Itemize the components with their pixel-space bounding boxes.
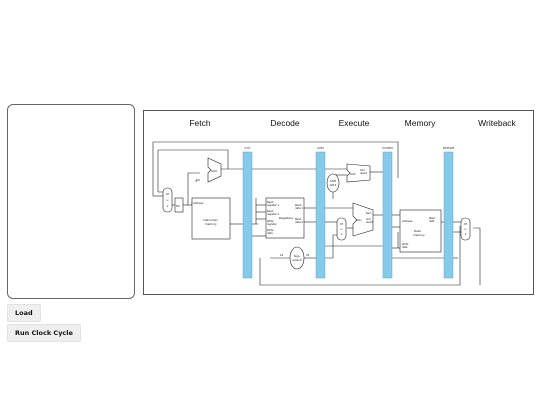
stage-label-execute: Execute: [338, 118, 370, 128]
stage-label-decode: Decode: [270, 118, 300, 128]
load-button[interactable]: Load: [7, 304, 41, 322]
run-clock-cycle-button[interactable]: Run Clock Cycle: [7, 324, 81, 342]
pipeline-diagram: [143, 110, 534, 295]
stage-label-memory: Memory: [404, 118, 436, 128]
stage-label-fetch: Fetch: [189, 118, 211, 128]
program-panel[interactable]: [7, 104, 135, 299]
stage-label-writeback: Writeback: [478, 118, 516, 128]
